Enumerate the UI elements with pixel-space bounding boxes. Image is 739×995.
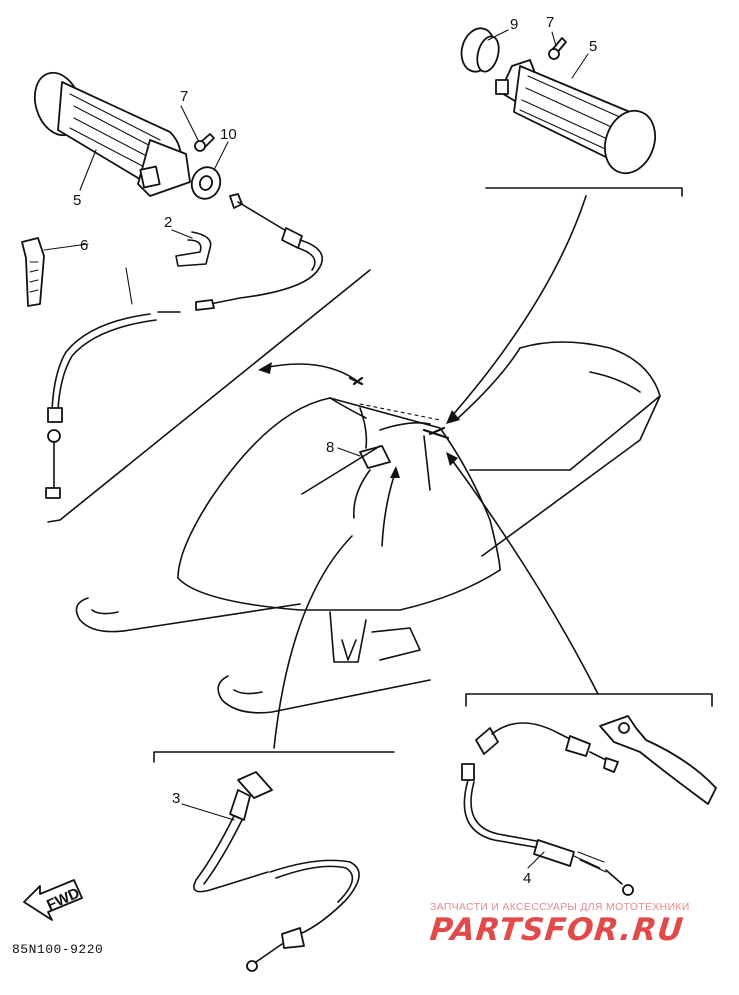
grip-ring [460,27,500,73]
snowmobile [75,341,661,714]
washer [190,166,222,200]
leader-arrows [258,195,599,749]
fwd-arrow: FWD [23,879,83,921]
callout-4: 4 [523,870,531,887]
callout-2: 2 [164,214,172,231]
callout-7-left: 7 [180,88,188,105]
callout-10: 10 [220,126,237,143]
callout-7-right: 7 [546,14,554,31]
throttle-cable [45,193,323,499]
right-grip-panel [460,27,683,197]
key [21,237,45,307]
callout-5-left: 5 [73,192,81,209]
callout-8: 8 [326,439,334,456]
clip [175,231,212,267]
brake-cable-panel [153,751,395,972]
callout-3: 3 [172,790,180,807]
callout-9: 9 [510,16,518,33]
left-grip-panel [21,71,371,523]
screw-right [548,37,567,60]
right-grip [495,59,656,175]
watermark-logo: PARTSFOR.RU [428,912,686,948]
callouts: 1 2 3 4 5 5 6 7 7 8 9 10 [43,14,597,887]
screw-left [194,133,215,152]
diagram-code: 85N100-9220 [12,942,104,957]
callout-5-right: 5 [589,38,597,55]
watermark-tagline: ЗАПЧАСТИ И АКСЕССУАРЫ ДЛЯ МОТОТЕХНИКИ [430,901,690,913]
callout-6: 6 [80,237,88,254]
lever-cable-panel [461,693,717,896]
left-grip [33,71,191,197]
